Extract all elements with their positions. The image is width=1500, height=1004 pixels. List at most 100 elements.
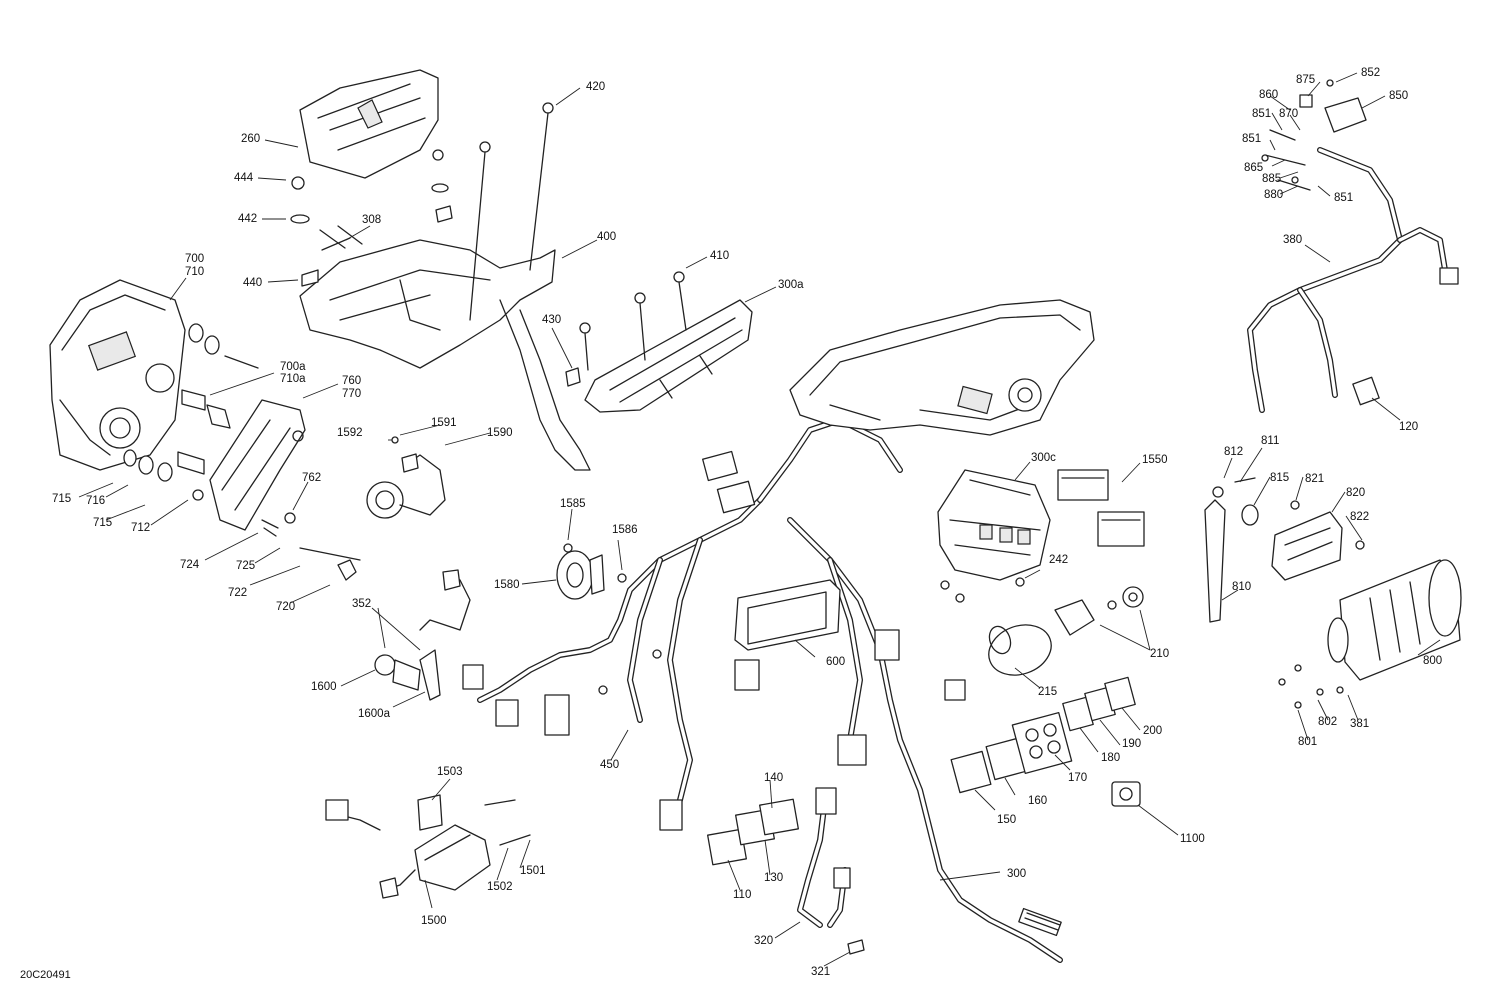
callout-300a: 300a [778,279,804,291]
harness-connectors [462,450,966,831]
callout-812: 812 [1224,446,1243,458]
diagram-code: 20C20491 [20,969,71,981]
callout-724: 724 [180,559,200,571]
callout-716: 716 [86,495,105,507]
callout-444: 444 [234,172,254,184]
callout-200: 200 [1143,725,1162,737]
callout-822: 822 [1350,511,1369,523]
callout-160: 160 [1028,795,1047,807]
callout-410: 410 [710,250,729,262]
callout-852: 852 [1361,67,1380,79]
callout-710: 710 [185,266,204,278]
part-usb-1100 [1111,781,1141,807]
callout-712: 712 [131,522,150,534]
callout-440: 440 [243,277,262,289]
callout-1501: 1501 [520,865,546,877]
callout-1591: 1591 [431,417,457,429]
callout-860: 860 [1259,89,1278,101]
callout-1503: 1503 [437,766,463,778]
callout-850: 850 [1389,90,1408,102]
callout-170: 170 [1068,772,1087,784]
callout-1585: 1585 [560,498,586,510]
callout-381: 381 [1350,718,1369,730]
callout-821: 821 [1305,473,1324,485]
callout-851a: 851 [1252,108,1271,120]
callout-762: 762 [302,472,321,484]
part-300a [565,271,753,413]
callout-120: 120 [1399,421,1418,433]
callout-1502: 1502 [487,881,513,893]
washers-left [123,323,259,501]
part-fusebox-300c [937,469,1051,603]
callout-180: 180 [1101,752,1120,764]
callout-600: 600 [826,656,845,668]
callout-150: 150 [997,814,1016,826]
leader-lines [78,72,1441,967]
callout-140: 140 [764,772,783,784]
callout-210: 210 [1150,648,1169,660]
callout-700: 700 [185,253,204,265]
callout-352: 352 [352,598,371,610]
callout-1550: 1550 [1142,454,1168,466]
part-headlight-frame [789,299,1095,436]
callout-820: 820 [1346,487,1365,499]
part-winch-800 [1278,559,1462,709]
callout-1580: 1580 [494,579,520,591]
callout-722: 722 [228,587,247,599]
callout-710a: 710a [280,373,306,385]
callout-308: 308 [362,214,381,226]
part-socket-210 [1054,586,1144,636]
callout-1590: 1590 [487,427,513,439]
part-cluster-600 [734,579,841,651]
callout-400: 400 [597,231,616,243]
callout-801: 801 [1298,736,1317,748]
callout-110: 110 [733,889,751,901]
callout-1586: 1586 [612,524,638,536]
callout-1592: 1592 [337,427,363,439]
callout-851b: 851 [1242,133,1261,145]
callout-851c: 851 [1334,192,1353,204]
callout-815: 815 [1270,472,1289,484]
callout-811: 811 [1261,435,1279,447]
callout-810: 810 [1232,581,1251,593]
part-sleeve-215 [988,624,1052,676]
part-throttle-1500 [325,794,531,899]
callout-875: 875 [1296,74,1315,86]
callout-865: 865 [1244,162,1263,174]
part-horn-1580 [556,543,627,600]
part-relays-1550 [1057,469,1145,547]
part-switches-150-200 [950,676,1136,794]
callout-242: 242 [1049,554,1068,566]
part-headlight-700 [49,279,186,471]
callout-885: 885 [1262,173,1281,185]
callout-300c: 300c [1031,452,1056,464]
part-strap-810 [1204,477,1256,623]
part-cover-260 [299,69,439,179]
part-fairlead-820 [1241,500,1365,581]
callout-321: 321 [811,966,830,978]
callout-700a: 700a [280,361,306,373]
callout-720: 720 [276,601,295,613]
callout-442: 442 [238,213,257,225]
callout-715b: 715 [93,517,112,529]
callout-870: 870 [1279,108,1298,120]
callout-1500: 1500 [421,915,447,927]
part-sensor-1590 [366,436,446,519]
callout-1600a: 1600a [358,708,391,720]
part-harness-320 [797,787,865,955]
callout-1600: 1600 [311,681,337,693]
callout-1100: 1100 [1180,833,1205,845]
callout-715a: 715 [52,493,71,505]
callout-880: 880 [1264,189,1283,201]
part-harness-380 [1247,147,1459,413]
callout-802: 802 [1318,716,1337,728]
callout-labels: 420 260 444 308 442 440 400 410 300a 700… [52,67,1442,978]
callout-300: 300 [1007,868,1026,880]
callout-430: 430 [542,314,561,326]
fasteners-upper [290,102,554,321]
callout-420: 420 [586,81,605,93]
part-bracket-760 [209,399,361,581]
callout-380: 380 [1283,234,1302,246]
